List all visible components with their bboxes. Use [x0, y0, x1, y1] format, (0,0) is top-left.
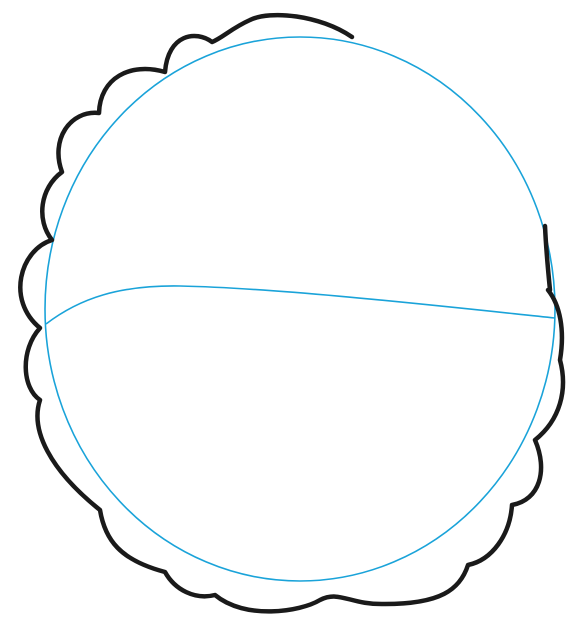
scalloped-outline [20, 15, 563, 611]
guide-curve [46, 286, 555, 324]
guide-circle [45, 37, 555, 581]
